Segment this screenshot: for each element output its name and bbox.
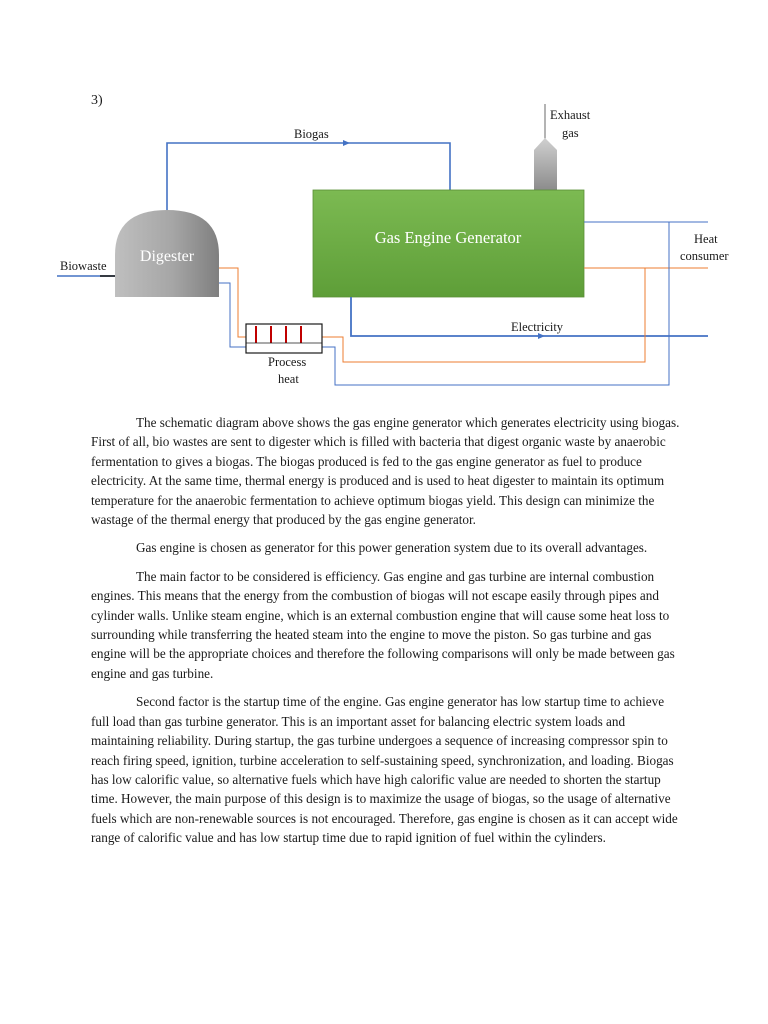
biogas-pipe: [166, 142, 451, 225]
paragraph: Second factor is the startup time of the…: [91, 694, 678, 846]
exhaust-label-line1: Exhaust: [550, 108, 591, 122]
biogas-label: Biogas: [294, 127, 329, 141]
paragraph: The main factor to be considered is effi…: [91, 568, 675, 681]
gas-engine-generator-label: Gas Engine Generator: [375, 228, 522, 247]
process-heat-line-orange: [322, 268, 646, 363]
exhaust-label-line2: gas: [562, 126, 579, 140]
question-number: 3): [91, 93, 103, 108]
paragraph: Gas engine is chosen as generator for th…: [136, 540, 648, 556]
exhaust-stack: [534, 138, 557, 190]
biowaste-label: Biowaste: [60, 259, 107, 273]
digester-heat-line-blue: [217, 282, 246, 348]
process-heat-line-blue: [322, 222, 670, 386]
paragraph: The schematic diagram above shows the ga…: [91, 415, 680, 528]
heat-consumer-label-line1: Heat: [694, 232, 718, 246]
digester-heat-line-orange: [217, 267, 246, 338]
body-text: The schematic diagram above shows the ga…: [91, 413, 683, 857]
electricity-label: Electricity: [511, 320, 564, 334]
process-heat-label-line2: heat: [278, 372, 299, 386]
digester-label: Digester: [140, 248, 195, 265]
process-heat-label-line1: Process: [268, 355, 306, 369]
biogas-arrow-icon: [343, 140, 350, 146]
digester-tank: [115, 210, 219, 297]
heater-elements: [255, 326, 302, 343]
gas-engine-generator-box: [312, 189, 585, 298]
biogas-schematic-diagram: Biogas Exhaust gas Gas Engine Generator …: [57, 104, 729, 386]
heat-consumer-label-line2: consumer: [680, 249, 729, 263]
electricity-arrow-icon: [538, 333, 545, 339]
electricity-line: [350, 297, 708, 337]
process-heat-exchanger: [245, 323, 323, 354]
